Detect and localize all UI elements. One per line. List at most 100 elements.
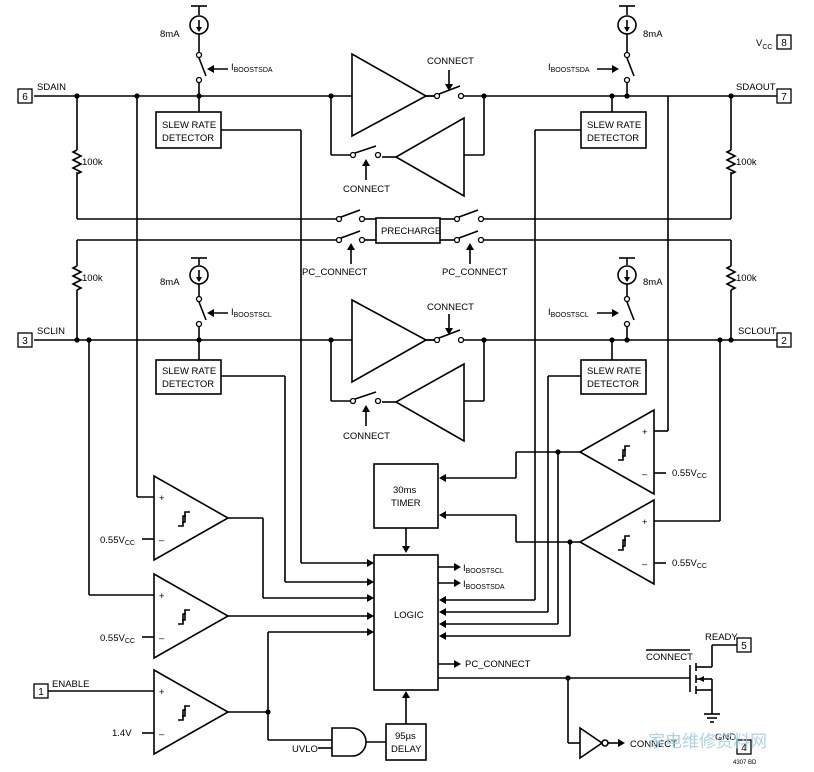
figure-code: 4307 BD xyxy=(733,760,757,766)
resistor-scl-right xyxy=(725,265,737,291)
pin-4: 4 xyxy=(736,739,752,755)
slew-text-4b: DETECTOR xyxy=(587,379,639,390)
vcc-label: VCC xyxy=(756,38,772,51)
svg-text:4: 4 xyxy=(741,743,747,754)
sda-buffer-left xyxy=(382,116,465,198)
scl-rail xyxy=(34,240,777,402)
slew-text-4a: SLEW RATE xyxy=(587,366,641,377)
v14-label: 1.4V xyxy=(112,728,132,739)
slew-detector-scl-left xyxy=(155,359,222,395)
pin-8: 8 xyxy=(776,34,792,50)
logic-text: LOGIC xyxy=(394,610,424,621)
pin-7: 7 xyxy=(776,88,792,104)
iboostsda-label-left: IBOOSTSDA xyxy=(231,62,273,74)
r100k-label-3: 100k xyxy=(82,273,103,284)
pc-connect-out-label: PC_CONNECT xyxy=(465,659,531,670)
and-gate xyxy=(318,727,386,757)
v055-label-2: 0.55VCC xyxy=(100,633,135,645)
output-inverter xyxy=(579,726,625,760)
slew-detector-scl-right xyxy=(580,340,647,395)
pc-connect-label-left: PC_CONNECT xyxy=(302,267,368,278)
pin-5: 5 xyxy=(736,637,752,653)
sdain-label: SDAIN xyxy=(37,82,66,93)
connect-label-2: CONNECT xyxy=(343,184,390,195)
iboostscl-label-right: IBOOSTSCL xyxy=(548,307,589,319)
svg-text:2: 2 xyxy=(781,336,787,347)
svg-text:7: 7 xyxy=(781,92,787,103)
ma-label-sda-right: 8mA xyxy=(643,29,663,40)
connect-label-1: CONNECT xyxy=(427,56,474,67)
precharge-text: PRECHARGE xyxy=(381,226,441,237)
ma-label-scl-right: 8mA xyxy=(643,277,663,288)
sclout-label: SCLOUT xyxy=(738,326,777,337)
slew-text-3a: SLEW RATE xyxy=(162,366,216,377)
logic-block xyxy=(221,129,665,744)
iboostsda-label-right: IBOOSTSDA xyxy=(548,62,590,74)
sda-current-source-right xyxy=(597,5,637,96)
r100k-label-4: 100k xyxy=(736,273,757,284)
scl-current-source-right xyxy=(597,257,637,340)
iboostsda-out-label: IBOOSTSDA xyxy=(463,579,505,591)
plus-sign: + xyxy=(642,427,648,438)
comparator-sdaout xyxy=(578,96,669,496)
sda-connect-switch-top xyxy=(433,70,465,100)
timer-text-1: 30ms xyxy=(393,485,416,496)
sclin-label: SCLIN xyxy=(37,326,65,337)
connect-label-3: CONNECT xyxy=(427,302,474,313)
connect-bar-label: CONNECT xyxy=(646,652,693,663)
comparator-enable xyxy=(48,631,374,756)
sda-current-source-left xyxy=(189,5,228,112)
iboostscl-label-left: IBOOSTSCL xyxy=(231,307,272,319)
connect-label-5: CONNECT xyxy=(630,739,677,750)
delay-text-2: DELAY xyxy=(391,744,422,755)
ma-label-scl-left: 8mA xyxy=(160,277,180,288)
sdaout-label: SDAOUT xyxy=(736,82,776,93)
r100k-label-1: 100k xyxy=(82,157,103,168)
delay-text-1: 95µs xyxy=(395,731,416,742)
delay-block xyxy=(385,691,427,761)
slew-detector-sda-right xyxy=(580,96,647,149)
scl-buffer-right xyxy=(351,298,434,384)
slew-detector-sda-left xyxy=(155,111,222,149)
gnd-label: GND xyxy=(715,732,736,743)
comparator-sclout xyxy=(578,340,721,586)
resistor-sda-right xyxy=(725,149,737,175)
v055-label-4: 0.55VCC xyxy=(672,558,707,570)
slew-text-3b: DETECTOR xyxy=(162,379,214,390)
scl-current-source-left xyxy=(189,257,228,360)
minus-sign: – xyxy=(159,729,165,740)
v055-label-3: 0.55VCC xyxy=(672,468,707,480)
slew-text-2b: DETECTOR xyxy=(587,133,639,144)
resistor-scl-left xyxy=(71,265,83,291)
pin-3: 3 xyxy=(17,332,33,348)
timer-text-2: TIMER xyxy=(391,498,421,509)
plus-sign: + xyxy=(159,591,165,602)
resistor-sda-left xyxy=(71,149,83,175)
svg-text:8: 8 xyxy=(781,38,787,49)
precharge-block xyxy=(77,209,731,264)
connect-label-4: CONNECT xyxy=(343,431,390,442)
comparator-sdain xyxy=(136,96,263,562)
pin-2: 2 xyxy=(776,332,792,348)
ready-fet xyxy=(665,644,737,723)
pin-1: 1 xyxy=(33,683,49,699)
svg-text:5: 5 xyxy=(741,641,747,652)
r100k-label-2: 100k xyxy=(736,157,757,168)
pin-6: 6 xyxy=(17,88,33,104)
slew-text-1a: SLEW RATE xyxy=(162,120,216,131)
plus-sign: + xyxy=(642,517,648,528)
slew-text-2a: SLEW RATE xyxy=(587,120,641,131)
iboostscl-out-label: IBOOSTSCL xyxy=(463,563,504,575)
comparator-sclin xyxy=(88,340,374,660)
enable-label: ENABLE xyxy=(52,679,90,690)
v055-label-1: 0.55VCC xyxy=(100,535,135,547)
svg-text:1: 1 xyxy=(38,687,44,698)
slew-text-1b: DETECTOR xyxy=(162,133,214,144)
pc-connect-label-right: PC_CONNECT xyxy=(442,267,508,278)
minus-sign: – xyxy=(642,559,648,570)
uvlo-label: UVLO xyxy=(292,744,318,755)
watermark: 家电维修资料网 xyxy=(648,732,767,752)
scl-buffer-left xyxy=(382,362,465,443)
sda-connect-switch-bottom xyxy=(349,145,382,180)
